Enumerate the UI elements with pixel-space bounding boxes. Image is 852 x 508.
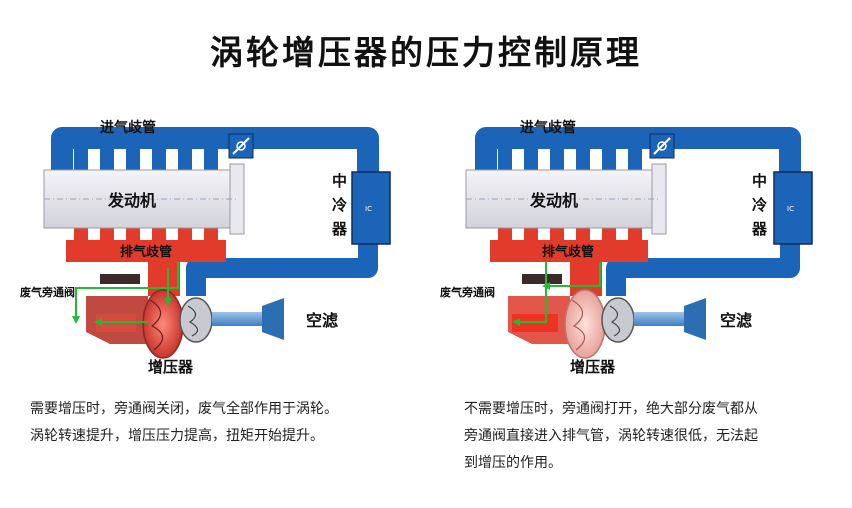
left-exhaust-flow-arrow	[75, 262, 179, 318]
left-exhaust-manifold	[66, 240, 226, 296]
right-intercooler-label-2: 冷	[752, 196, 767, 214]
left-intake-manifold-label: 进气歧管	[100, 119, 156, 136]
right-turbine-wheel	[564, 289, 606, 359]
left-filter-pipe	[212, 312, 266, 326]
right-caption-line-3: 到增压的作用。	[464, 455, 562, 471]
right-intercooler-label-3: 器	[751, 220, 768, 238]
right-intake-manifold-label: 进气歧管	[520, 119, 576, 136]
left-intercooler-label-3: 器	[331, 220, 348, 238]
left-caption-line-2: 涡轮转速提升，增压压力提高，扭矩开始提升。	[30, 428, 324, 444]
left-intercooler-badge: IC	[365, 205, 372, 213]
right-caption-line-2: 旁通阀直接进入排气管，涡轮转速很低，无法起	[464, 428, 758, 444]
right-intercooler-label-1: 中	[752, 172, 767, 190]
right-wastegate-actuator	[522, 274, 562, 284]
left-intercooler-outlet-pipe	[186, 240, 378, 296]
page-title: 涡轮增压器的压力控制原理	[210, 33, 642, 72]
left-wastegate-label: 废气旁通阀	[20, 285, 75, 299]
right-engine-label: 发动机	[529, 191, 578, 210]
right-compressor-wheel	[601, 297, 635, 343]
left-wastegate-actuator	[100, 274, 140, 284]
right-exhaust-manifold-label: 排气歧管	[542, 244, 594, 260]
right-air-filter-label: 空滤	[720, 311, 752, 330]
left-intercooler-label-2: 冷	[332, 196, 347, 214]
left-turbo-label: 增压器	[148, 358, 194, 376]
left-caption: 需要增压时，旁通阀关闭，废气全部作用于涡轮。 涡轮转速提升，增压压力提高，扭矩开…	[30, 396, 338, 450]
right-caption: 不需要增压时，旁通阀打开，绝大部分废气都从 旁通阀直接进入排气管，涡轮转速很低，…	[464, 396, 758, 477]
left-intercooler-label-1: 中	[332, 172, 347, 190]
left-turbine-wheel	[142, 289, 184, 359]
left-intake-pipe	[51, 127, 379, 196]
left-exhaust-manifold-label: 排气歧管	[120, 244, 172, 260]
left-engine-label: 发动机	[107, 191, 156, 210]
left-compressor-wheel	[179, 297, 213, 343]
right-turbo-label: 增压器	[570, 358, 616, 376]
right-air-filter	[684, 298, 706, 340]
left-panel-boost-on: 进气歧管 发动机 排气歧管 废气旁通阀 中 冷 器 IC 增压器 空滤	[20, 119, 391, 376]
right-intercooler-outlet-pipe	[606, 240, 800, 296]
right-exhaust-manifold	[490, 240, 648, 296]
right-filter-pipe	[634, 312, 688, 326]
right-bypass-flow-arrow	[518, 262, 547, 323]
left-caption-line-1: 需要增压时，旁通阀关闭，废气全部作用于涡轮。	[30, 401, 338, 417]
right-intake-pipe	[475, 127, 801, 196]
right-caption-line-1: 不需要增压时，旁通阀打开，绝大部分废气都从	[464, 401, 758, 417]
left-air-filter-label: 空滤	[306, 311, 338, 330]
right-wastegate-label: 废气旁通阀	[440, 285, 495, 299]
left-air-filter	[262, 298, 284, 340]
left-intercooler	[351, 171, 391, 245]
right-intercooler	[773, 171, 813, 245]
right-panel-boost-off: 进气歧管 发动机 排气歧管 废气旁通阀 中 冷 器 IC 增压器 空滤	[440, 119, 813, 376]
right-intercooler-badge: IC	[787, 205, 794, 213]
